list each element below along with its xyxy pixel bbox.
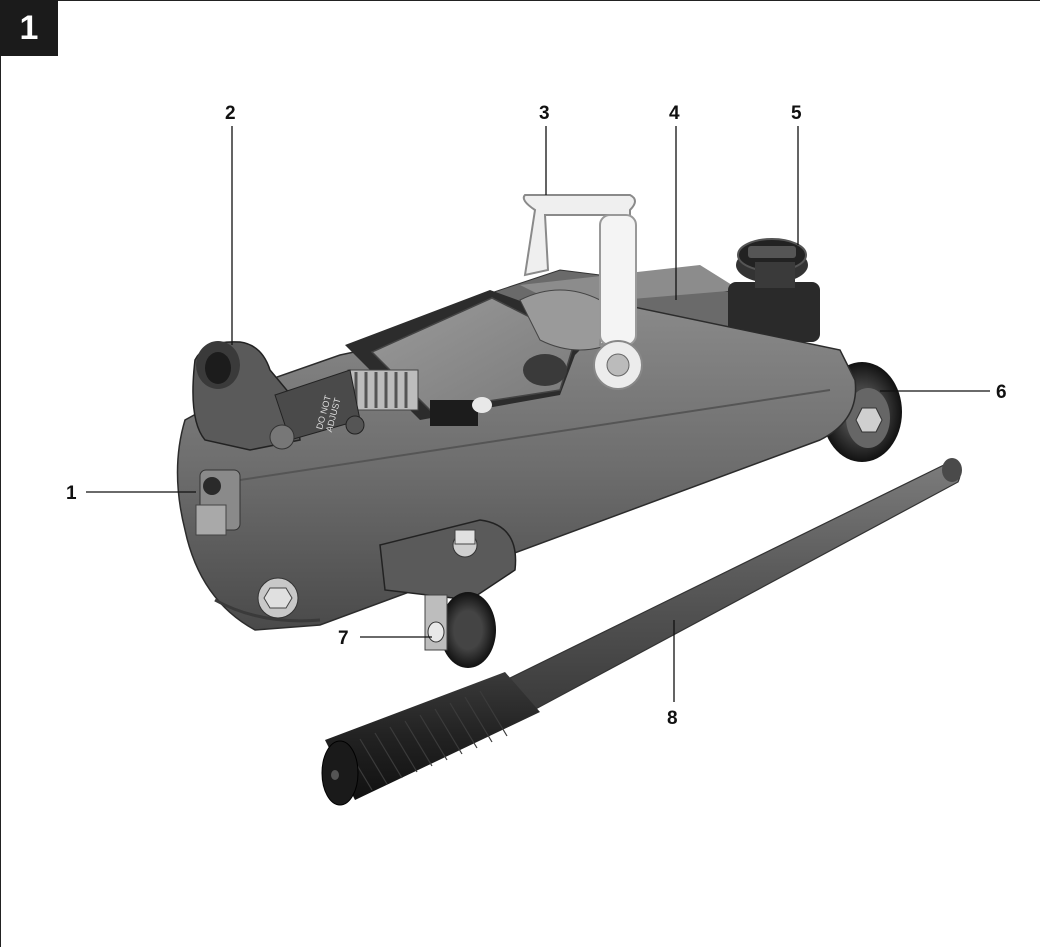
callout-7: 7 (338, 628, 349, 649)
pump-handle-bar (321, 458, 962, 806)
callout-2: 2 (225, 103, 236, 124)
figure-number-badge: 1 (0, 0, 58, 56)
callout-6: 6 (996, 382, 1007, 403)
front-caster (379, 519, 517, 668)
pump-cylinder (430, 289, 621, 426)
callout-1: 1 (66, 483, 77, 504)
callout-labels: 1 2 3 4 5 6 7 8 (66, 103, 1007, 729)
pump-socket: DO NOT ADJUST (192, 341, 365, 451)
return-spring (347, 369, 419, 411)
carry-handle (522, 194, 643, 390)
front-axle-bolt (257, 577, 299, 619)
release-valve (195, 469, 241, 536)
callout-8: 8 (667, 708, 678, 729)
callout-5: 5 (791, 103, 802, 124)
saddle-lifting-pad (728, 238, 820, 342)
callout-3: 3 (539, 103, 550, 124)
leader-lines (86, 126, 990, 702)
callout-4: 4 (669, 103, 680, 124)
